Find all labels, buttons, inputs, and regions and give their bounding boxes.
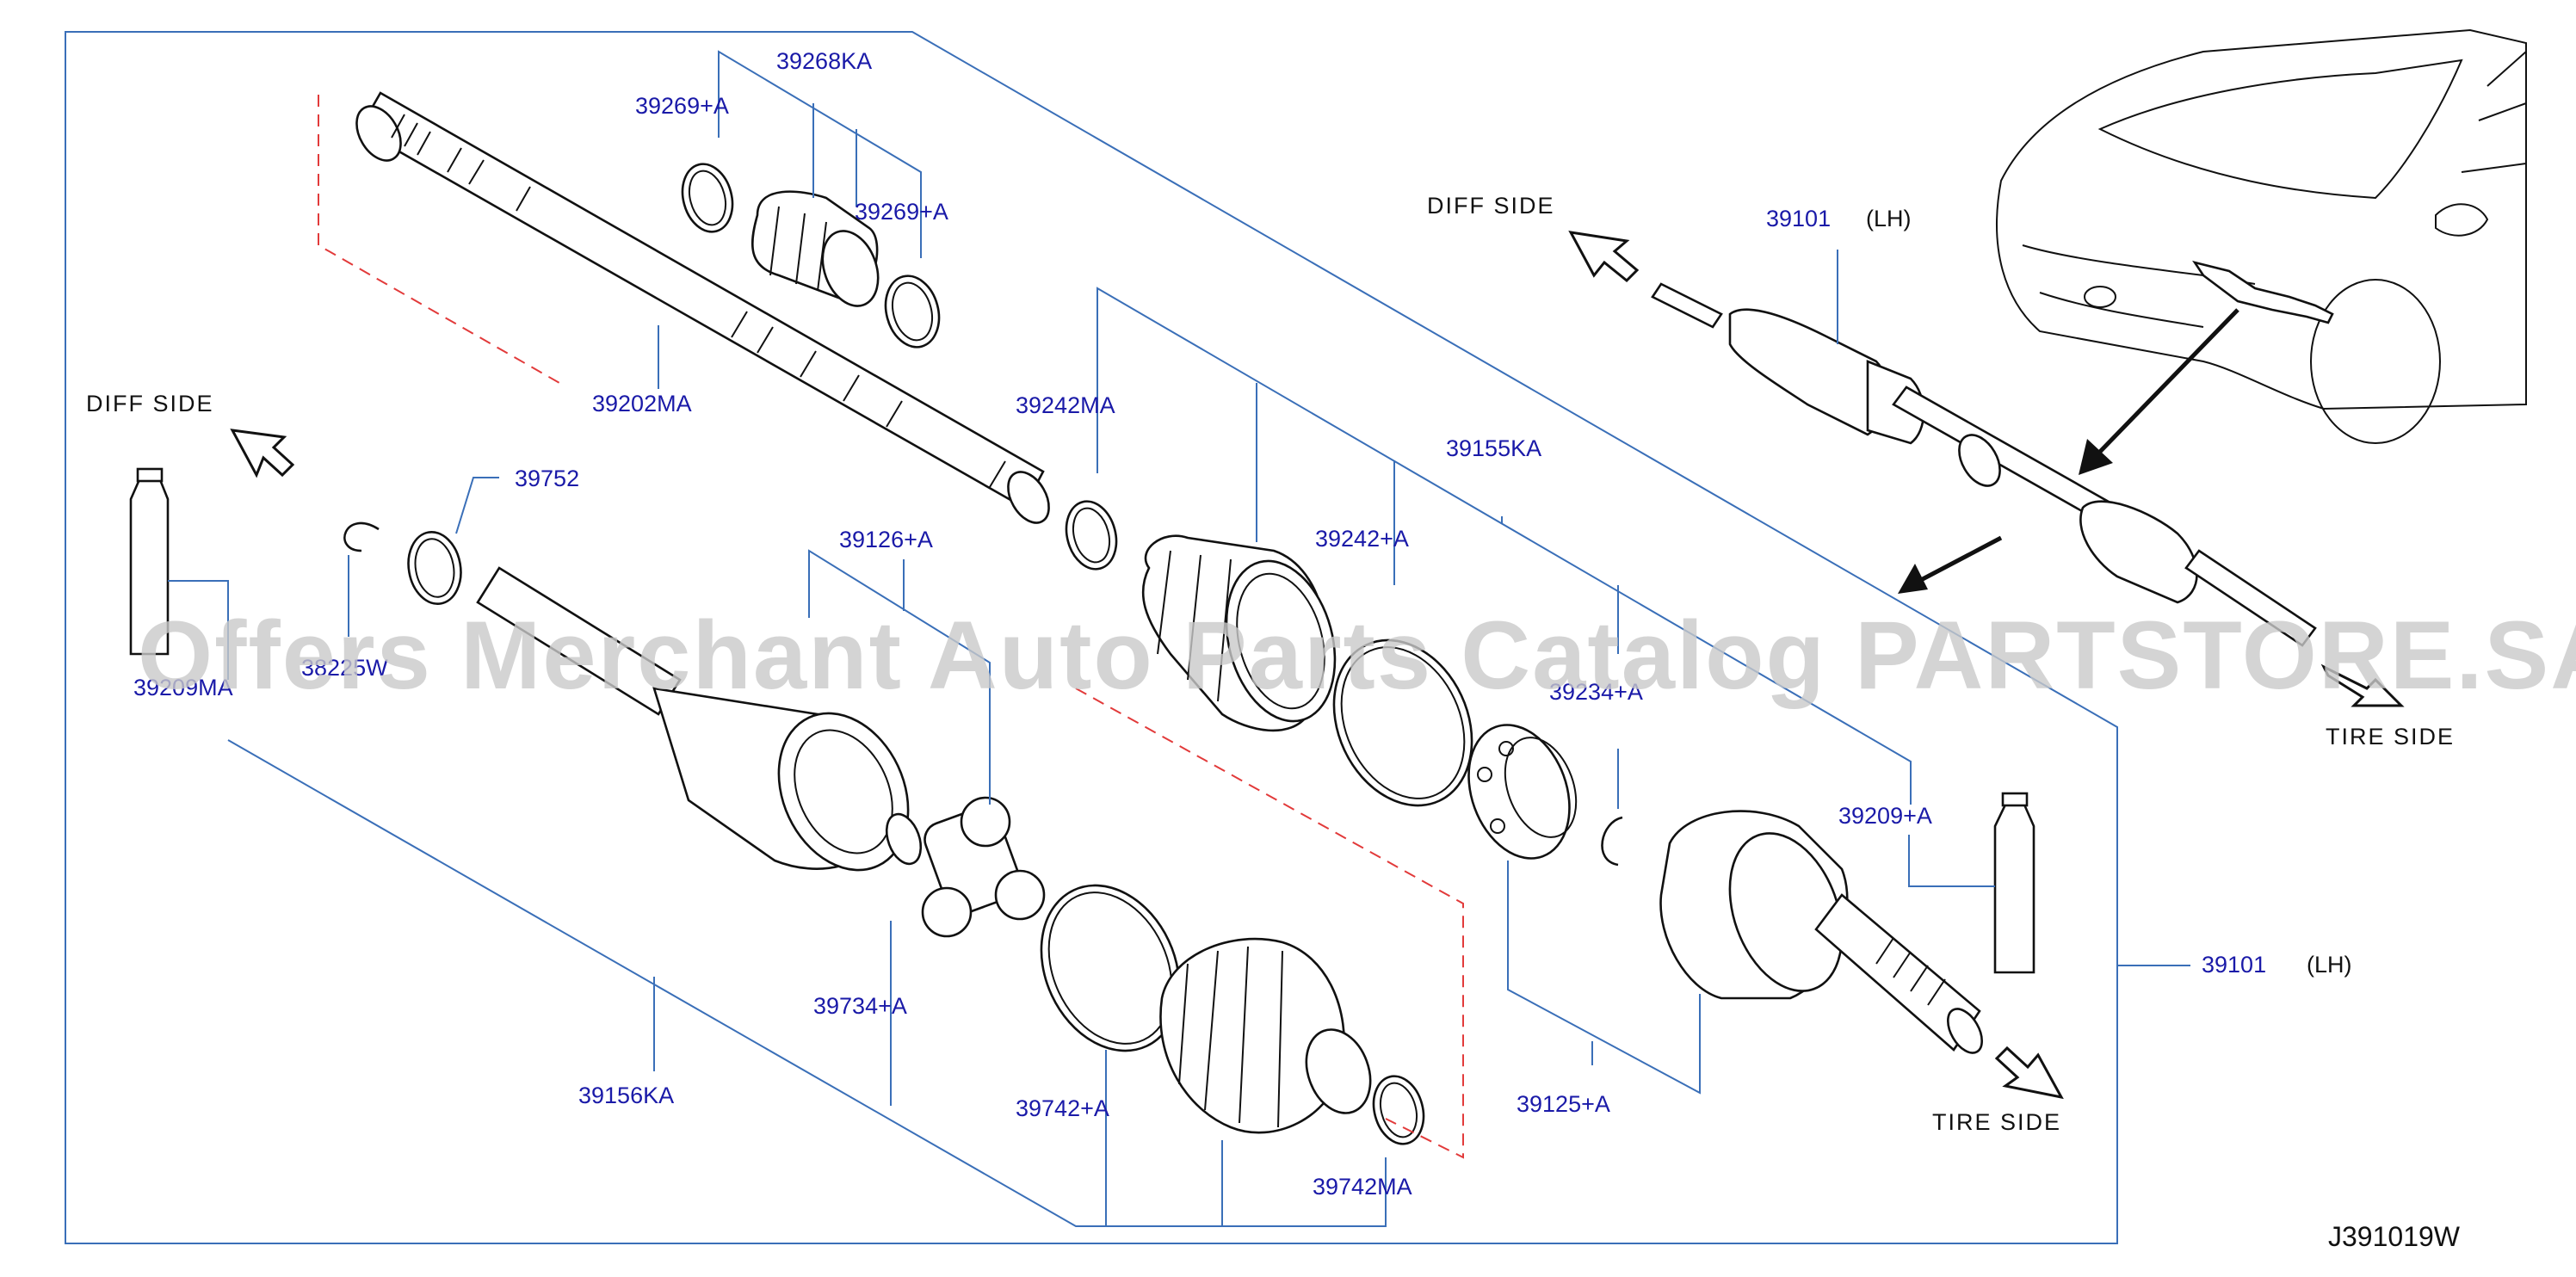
leader-39752: [455, 477, 499, 534]
leader-39155ka: [1096, 287, 1912, 805]
boot-band-39742a: [1040, 884, 1181, 1052]
label-diff-side-top: DIFF SIDE: [1427, 193, 1555, 219]
arrow-tire-side-right: [2320, 663, 2405, 707]
label-diff-side-left: DIFF SIDE: [86, 391, 214, 416]
ring-39752: [407, 531, 462, 605]
label-39209ma[interactable]: 39209MA: [133, 675, 233, 700]
snap-ring-39734a: [885, 812, 923, 866]
label-39125a[interactable]: 39125+A: [1517, 1091, 1610, 1117]
grease-tube-39209ma: [129, 467, 170, 656]
leader-39209ma: [168, 580, 229, 680]
watermark-text: Offers Merchant Auto Parts Catalog PARTS…: [138, 601, 2576, 709]
boot-clamp-39242ma: [1065, 500, 1118, 571]
vehicle-sketch: [1996, 28, 2527, 444]
label-39742a[interactable]: 39742+A: [1016, 1095, 1109, 1121]
label-39101-lh: (LH): [2307, 952, 2352, 978]
diagram-code: J391019W: [2328, 1221, 2461, 1252]
label-39155ka[interactable]: 39155KA: [1446, 435, 1541, 461]
label-39101[interactable]: 39101: [2202, 952, 2266, 978]
arrow-vehicle-pointer: [2079, 308, 2239, 475]
snap-ring-38225w: [343, 521, 380, 552]
red-guide-shaft: [318, 95, 560, 384]
leader-39268ka: [718, 50, 922, 258]
inner-joint-housing-39126a: [476, 566, 910, 872]
leader-39125a: [1507, 861, 1701, 1095]
inner-boot: [1141, 534, 1337, 732]
boot-39268ka: [751, 190, 880, 307]
ball-cage-39234a: [1467, 724, 1578, 860]
circlip-39234a: [1601, 816, 1623, 867]
assembled-driveshaft-39101: [1651, 282, 2317, 647]
label-38225w[interactable]: 38225W: [301, 655, 388, 681]
outer-joint-39125a: [1659, 810, 1983, 1054]
leader-39209a: [1908, 835, 1995, 887]
label-tire-side-right: TIRE SIDE: [2326, 724, 2455, 750]
label-tire-side-bottom: TIRE SIDE: [1932, 1109, 2061, 1135]
label-39101-top-lh: (LH): [1866, 206, 1912, 231]
boot-clamp-39269a-upper: [681, 163, 734, 233]
red-guide-boot: [1075, 688, 1464, 1159]
label-39269a-top[interactable]: 39269+A: [635, 93, 729, 119]
assembly-frame: [65, 31, 2118, 1244]
leader-39156ka: [227, 739, 1387, 1227]
label-39242a[interactable]: 39242+A: [1315, 526, 1409, 552]
label-39242ma[interactable]: 39242MA: [1016, 392, 1115, 418]
label-39234a[interactable]: 39234+A: [1549, 679, 1643, 705]
shaft-39202ma: [355, 91, 1050, 524]
outer-boot: [1159, 937, 1372, 1134]
leader-39126a: [808, 549, 991, 805]
grease-tube-39209a: [1993, 792, 2035, 974]
boot-clamp-39742ma: [1372, 1075, 1425, 1145]
label-39269a-right[interactable]: 39269+A: [855, 199, 948, 225]
arrow-diff-side-left: [230, 429, 295, 478]
label-39268ka[interactable]: 39268KA: [776, 48, 872, 74]
boot-band-39242a: [1332, 638, 1473, 807]
label-39126a[interactable]: 39126+A: [839, 527, 933, 552]
label-39209a[interactable]: 39209+A: [1838, 803, 1932, 829]
arrow-diff-side-top: [1568, 231, 1640, 283]
label-39752[interactable]: 39752: [515, 466, 579, 491]
arrow-tire-side-bottom: [1994, 1046, 2064, 1100]
boot-clamp-39269a-lower: [884, 275, 941, 349]
label-39742ma[interactable]: 39742MA: [1313, 1174, 1412, 1200]
label-39101-top[interactable]: 39101: [1766, 206, 1831, 231]
label-39156ka[interactable]: 39156KA: [578, 1083, 674, 1108]
tripod-joint: [921, 796, 1046, 938]
label-39202ma[interactable]: 39202MA: [592, 391, 692, 416]
label-39734a[interactable]: 39734+A: [813, 993, 907, 1019]
arrow-shaft-pointer: [1898, 535, 2003, 594]
